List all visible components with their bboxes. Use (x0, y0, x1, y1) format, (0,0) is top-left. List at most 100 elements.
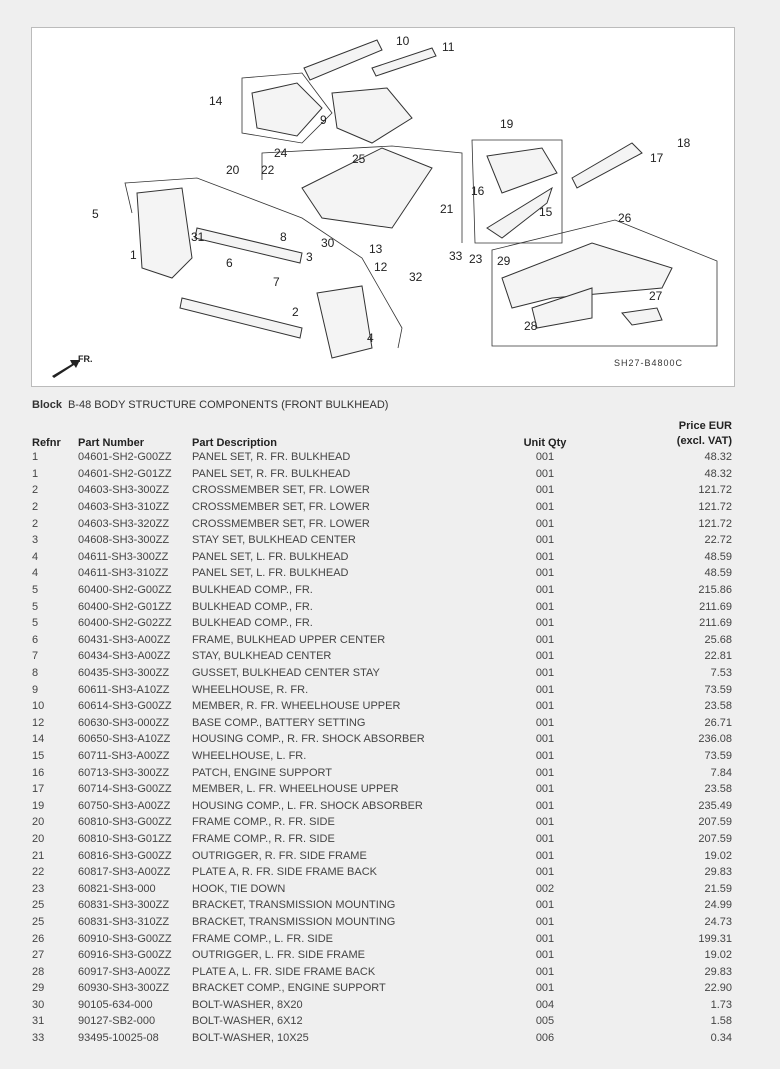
refnr-cell: 17 (32, 783, 45, 796)
description-cell: BRACKET, TRANSMISSION MOUNTING (192, 899, 396, 912)
header-price-line1: Price EUR (678, 420, 732, 432)
description-cell: WHEELHOUSE, L. FR. (192, 749, 307, 762)
description-cell: BRACKET COMP., ENGINE SUPPORT (192, 982, 386, 995)
group-outline-26 (491, 219, 718, 347)
description-cell: HOUSING COMP., R. FR. SHOCK ABSORBER (192, 733, 425, 746)
description-cell: BRACKET, TRANSMISSION MOUNTING (192, 915, 396, 928)
callout-10: 10 (396, 34, 410, 48)
part-28-plate (531, 287, 593, 329)
qty-cell: 001 (535, 766, 555, 779)
qty-cell: 001 (535, 550, 555, 563)
part-number-cell: 60713-SH3-300ZZ (78, 766, 170, 779)
qty-cell: 001 (535, 650, 555, 663)
header-price: Price EUR(excl. VAT) (594, 417, 736, 449)
part-number-cell: 60917-SH3-A00ZZ (78, 965, 171, 978)
price-cell: 24.99 (704, 899, 732, 912)
refnr-cell: 31 (32, 1015, 45, 1028)
refnr-cell: 15 (32, 749, 45, 762)
description-cell: PANEL SET, L. FR. BULKHEAD (192, 567, 349, 580)
part-number-cell: 60711-SH3-A00ZZ (78, 749, 170, 762)
qty-cell: 001 (535, 683, 555, 696)
part-15-wheelhouse (486, 186, 553, 239)
qty-cell: 001 (535, 617, 555, 630)
qty-cell: 001 (535, 783, 555, 796)
refnr-cell: 2 (32, 484, 39, 497)
description-cell: FRAME COMP., L. FR. SIDE (192, 932, 333, 945)
part-number-cell: 60611-SH3-A10ZZ (78, 683, 170, 696)
refnr-cell: 6 (32, 633, 39, 646)
header-unit-qty: Unit Qty (523, 437, 567, 449)
callout-25: 25 (352, 152, 366, 166)
description-cell: OUTRIGGER, L. FR. SIDE FRAME (192, 949, 365, 962)
qty-cell: 001 (535, 849, 555, 862)
qty-cell: 001 (535, 932, 555, 945)
part-17-member (571, 142, 643, 189)
part-10-member (303, 39, 383, 81)
price-cell: 21.59 (704, 882, 732, 895)
description-cell: CROSSMEMBER SET, FR. LOWER (192, 517, 370, 530)
callout-7: 7 (273, 275, 280, 289)
price-cell: 121.72 (698, 501, 732, 514)
refnr-cell: 5 (32, 617, 39, 630)
callout-17: 17 (650, 151, 664, 165)
part-number-cell: 60810-SH3-G00ZZ (78, 816, 172, 829)
part-26-frame (501, 242, 673, 309)
price-cell: 73.59 (704, 749, 732, 762)
price-cell: 121.72 (698, 517, 732, 530)
refnr-cell: 25 (32, 899, 45, 912)
part-number-cell: 60435-SH3-300ZZ (78, 667, 170, 680)
part-number-cell: 60821-SH3-000 (78, 882, 156, 895)
description-cell: STAY, BULKHEAD CENTER (192, 650, 332, 663)
part-number-cell: 60714-SH3-G00ZZ (78, 783, 172, 796)
qty-cell: 004 (535, 998, 555, 1011)
description-cell: PLATE A, R. FR. SIDE FRAME BACK (192, 866, 378, 879)
price-cell: 199.31 (698, 932, 732, 945)
part-number-cell: 60810-SH3-G01ZZ (78, 832, 172, 845)
refnr-cell: 21 (32, 849, 45, 862)
description-cell: MEMBER, L. FR. WHEELHOUSE UPPER (192, 783, 399, 796)
price-cell: 215.86 (698, 584, 732, 597)
description-cell: HOUSING COMP., L. FR. SHOCK ABSORBER (192, 799, 423, 812)
refnr-cell: 8 (32, 667, 39, 680)
price-cell: 211.69 (699, 600, 732, 613)
price-cell: 19.02 (704, 849, 732, 862)
callout-14: 14 (209, 94, 223, 108)
part-19-housing (486, 147, 558, 194)
group-outline-5 (124, 177, 403, 349)
price-cell: 48.59 (704, 567, 732, 580)
part-number-cell: 04601-SH2-G00ZZ (78, 451, 172, 464)
callout-6: 6 (226, 256, 233, 270)
qty-cell: 001 (535, 600, 555, 613)
description-cell: PANEL SET, L. FR. BULKHEAD (192, 550, 349, 563)
qty-cell: 001 (535, 832, 555, 845)
callout-33: 33 (449, 249, 463, 263)
callout-32: 32 (409, 270, 423, 284)
description-cell: BOLT-WASHER, 10X25 (192, 1032, 309, 1045)
refnr-cell: 14 (32, 733, 45, 746)
price-cell: 29.83 (704, 965, 732, 978)
part-number-cell: 60400-SH2-G01ZZ (78, 600, 172, 613)
qty-cell: 001 (535, 799, 555, 812)
part-11-member (371, 47, 437, 77)
price-cell: 207.59 (698, 816, 732, 829)
part-number-cell: 60916-SH3-G00ZZ (78, 949, 172, 962)
header-refnr: Refnr (32, 437, 61, 449)
refnr-cell: 5 (32, 584, 39, 597)
callout-21: 21 (440, 202, 454, 216)
part-number-cell: 04608-SH3-300ZZ (78, 534, 170, 547)
part-9-wheelhouse (331, 87, 413, 144)
price-cell: 24.73 (704, 915, 732, 928)
